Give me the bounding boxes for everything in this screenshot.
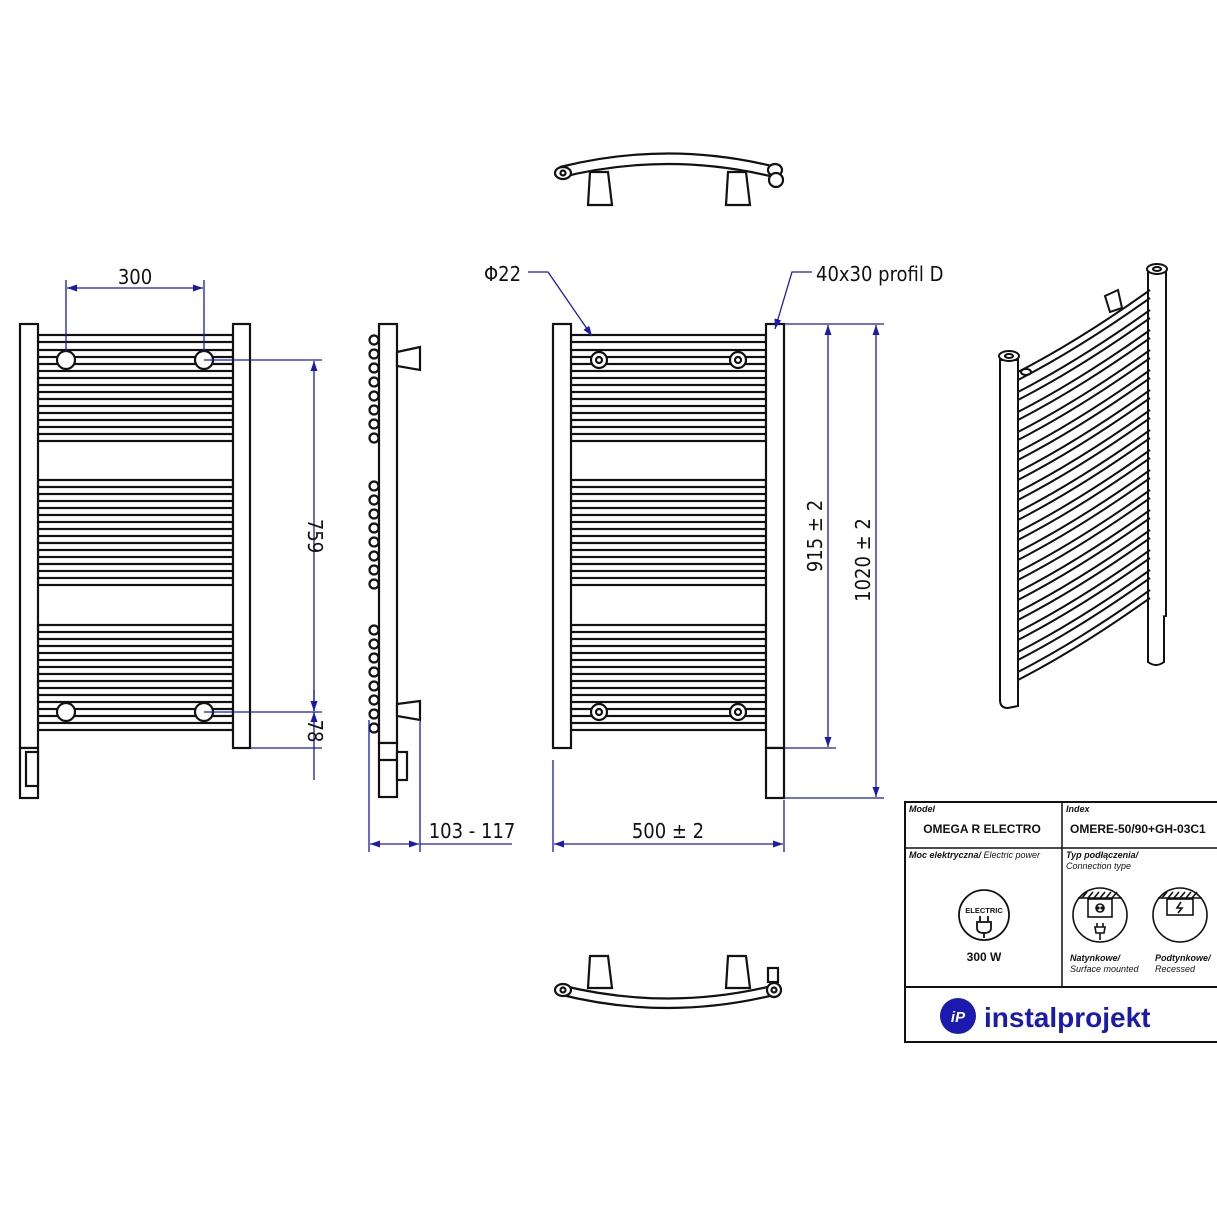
recessed-icon — [1152, 887, 1208, 943]
index-value: OMERE-50/90+GH-03C1 — [1070, 822, 1206, 836]
power-label: Moc elektryczna/ Electric power — [909, 850, 1041, 860]
dimension-lines-left — [65, 280, 322, 780]
brand-mark: iP — [951, 1009, 966, 1026]
dim-915: 915 ± 2 — [803, 500, 827, 572]
dim-78: 78 — [303, 720, 327, 743]
dim-pipe-diameter: Φ22 — [484, 262, 521, 286]
dim-1020: 1020 ± 2 — [851, 518, 875, 602]
dim-depth: 103 - 117 — [429, 819, 516, 843]
surface-label-en: Surface mounted — [1070, 964, 1140, 974]
front-view-main — [551, 322, 786, 800]
connection-label-en: Connection type — [1066, 861, 1131, 871]
dim-300: 300 — [118, 265, 152, 289]
power-value: 300 W — [967, 950, 1002, 964]
dim-profile: 40x30 profil D — [816, 262, 943, 286]
index-label: Index — [1066, 804, 1091, 814]
brand-name: instalprojekt — [984, 1002, 1150, 1033]
bottom-view — [553, 954, 783, 1010]
model-label: Model — [909, 804, 935, 814]
recessed-label-en: Recessed — [1155, 964, 1196, 974]
model-value: OMEGA R ELECTRO — [923, 822, 1041, 836]
top-view — [553, 152, 785, 207]
surface-label-pl: Natynkowe/ — [1070, 953, 1122, 963]
isometric-view — [998, 263, 1168, 710]
dim-500: 500 ± 2 — [632, 819, 704, 843]
electric-icon-text: ELECTRIC — [965, 906, 1003, 915]
dimension-lines-main — [528, 271, 884, 852]
dim-759: 759 — [303, 519, 327, 553]
surface-mounted-icon — [1072, 887, 1128, 943]
dimension-lines-side — [368, 720, 512, 852]
recessed-label-pl: Podtynkowe/ — [1155, 953, 1212, 963]
connection-label-pl: Typ podłączenia/ — [1066, 850, 1140, 860]
front-view-left — [18, 322, 252, 800]
electric-plug-icon — [958, 889, 1010, 941]
brand-logo: iP — [940, 998, 976, 1034]
side-view — [368, 322, 422, 799]
